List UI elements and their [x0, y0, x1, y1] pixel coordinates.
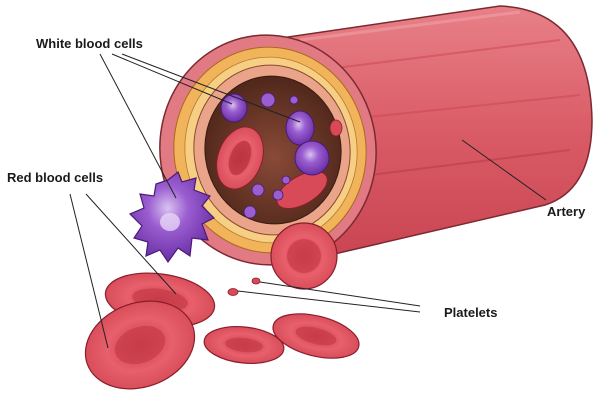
lumen-cells	[216, 92, 343, 219]
leader-line-platelets	[237, 290, 421, 313]
leader-line-wbc	[111, 53, 233, 105]
platelets	[227, 277, 261, 296]
red-blood-cell	[203, 326, 285, 364]
red-blood-cell	[270, 222, 338, 290]
white-blood-cell-in-lumen	[285, 110, 315, 146]
leader-line-rbc	[69, 193, 109, 349]
red-blood-cell	[272, 313, 360, 359]
leader-line-platelets	[259, 281, 421, 307]
white-blood-cell-in-lumen	[220, 93, 248, 123]
leader-line-wbc	[121, 53, 301, 123]
label-red-blood-cells: Red blood cells	[7, 170, 104, 185]
leader-line-rbc	[85, 193, 177, 295]
label-platelets: Platelets	[444, 305, 498, 320]
red-blood-cell	[84, 300, 196, 390]
white-blood-cell-large	[128, 171, 216, 264]
artery	[159, 5, 593, 266]
red-blood-cell-in-lumen	[329, 119, 343, 137]
label-white-blood-cells: White blood cells	[36, 36, 143, 51]
red-blood-cell-in-lumen	[276, 170, 328, 210]
white-blood-cell-in-lumen	[294, 140, 330, 176]
leader-line-wbc	[99, 53, 177, 199]
leader-line-artery	[461, 139, 547, 201]
label-artery: Artery	[547, 204, 586, 219]
leader-lines	[69, 53, 547, 349]
red-blood-cells-outside	[84, 222, 360, 390]
